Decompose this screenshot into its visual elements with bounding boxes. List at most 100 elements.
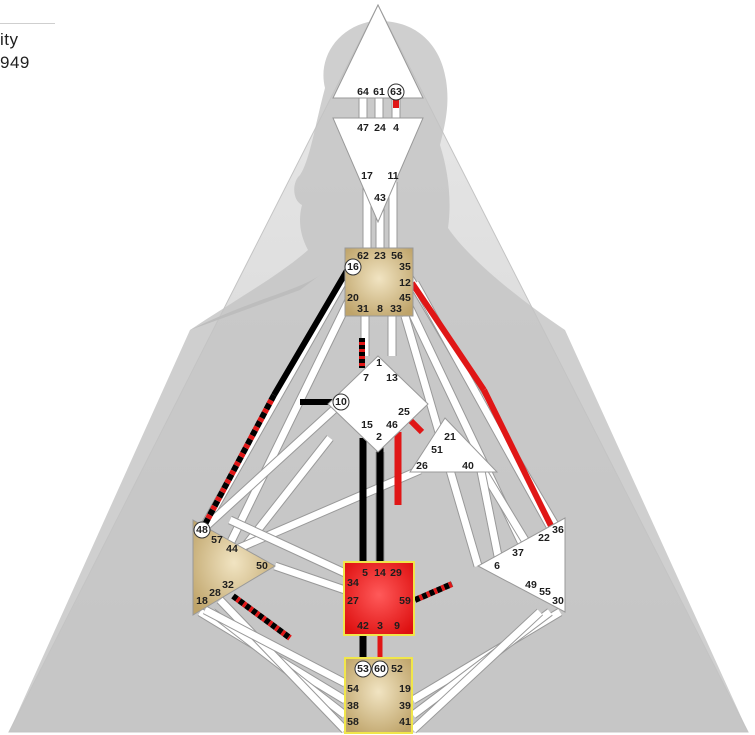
gate-61: 61 [373,86,385,98]
gate-17: 17 [361,170,373,182]
gate-48: 48 [196,524,208,536]
gate-7: 7 [363,372,369,384]
gate-6: 6 [494,560,500,572]
gate-20: 20 [347,292,359,304]
gate-29: 29 [390,567,402,579]
undefined-channel-26 [476,465,504,567]
gate-24: 24 [374,122,386,134]
gate-33: 33 [390,303,402,315]
spleen-center[interactable] [192,519,276,616]
undefined-channel-28 [203,606,347,687]
side-text-line-1: ity [0,30,19,49]
gate-14: 14 [374,567,386,579]
gate-32: 32 [222,579,234,591]
gate-circle-10 [332,393,350,411]
channel-59-6-a [413,581,454,603]
gate-12: 12 [399,277,411,289]
gate-58: 58 [347,716,359,728]
gate-1: 1 [376,357,382,369]
gate-circle-16 [344,258,362,276]
gate-13: 13 [386,372,398,384]
gate-8: 8 [377,303,383,315]
gate-34: 34 [347,577,359,589]
gate-54: 54 [347,683,359,695]
gate-57: 57 [211,534,223,546]
channel-16-48-personality [271,260,355,397]
silhouette-shoulder-left [190,275,320,330]
divider [0,23,55,24]
gate-16: 16 [347,261,359,273]
gate-45: 45 [399,292,411,304]
gate-40: 40 [462,460,474,472]
gate-37: 37 [512,547,524,559]
gate-42: 42 [357,620,369,632]
gate-64: 64 [357,86,369,98]
gate-30: 30 [552,595,564,607]
g-center[interactable] [327,355,429,453]
sacral-center[interactable] [343,561,415,636]
gate-59: 59 [399,595,411,607]
gate-52: 52 [391,663,403,675]
channel-12-22-upper [409,281,487,392]
gate-36: 36 [552,524,564,536]
side-text-line-2: 949 [0,53,30,72]
gate-60: 60 [374,663,386,675]
gate-28: 28 [209,587,221,599]
gate-62: 62 [357,250,369,262]
undefined-channel-27 [228,516,347,577]
gate-9: 9 [394,620,400,632]
undefined-channel-22 [217,597,348,733]
gate-49: 49 [525,579,537,591]
gate-11: 11 [387,170,398,182]
channel-16-48-design-stripe [200,393,277,530]
gate-3: 3 [377,620,383,632]
channel-28-38-a [231,593,292,641]
gate-circle-63 [387,83,405,101]
gate-43: 43 [374,192,386,204]
gate-50: 50 [256,560,268,572]
gate-47: 47 [357,122,369,134]
gate-38: 38 [347,700,359,712]
channel-59-6-b [413,581,454,603]
gate-55: 55 [539,586,551,598]
gate-25: 25 [398,406,410,418]
gate-41: 41 [399,716,411,728]
gate-19: 19 [399,683,411,695]
channel-25-51 [407,417,425,435]
gate-circle-60 [371,660,389,678]
gate-53: 53 [357,663,369,675]
gate-23: 23 [374,250,386,262]
gate-46: 46 [386,419,398,431]
gate-18: 18 [196,595,208,607]
undefined-channel-16 [273,562,347,594]
head-center[interactable] [332,3,424,99]
gate-31: 31 [357,303,369,315]
gate-21: 21 [444,431,456,443]
undefined-channel-14 [199,401,343,533]
gate-44: 44 [226,543,238,555]
gate-circle-48 [193,521,211,539]
solar-plexus-center[interactable] [476,517,566,613]
gate-5: 5 [362,567,368,579]
channels-group [197,98,564,734]
gate-circle-53 [354,660,372,678]
ajna-center[interactable] [332,117,424,224]
gate-27: 27 [347,595,359,607]
heart-center[interactable] [409,417,499,473]
channel-12-22-lower [481,388,555,530]
gate-15: 15 [361,419,373,431]
gate-2: 2 [376,431,382,443]
gate-26: 26 [416,460,428,472]
gate-10: 10 [335,396,347,408]
gate-22: 22 [538,532,550,544]
gate-4: 4 [393,122,399,134]
gate-39: 39 [399,700,411,712]
gate-51: 51 [431,444,443,456]
gate-35: 35 [399,261,411,273]
gate-56: 56 [391,250,403,262]
undefined-channel-25 [410,609,543,733]
gate-63: 63 [390,86,402,98]
